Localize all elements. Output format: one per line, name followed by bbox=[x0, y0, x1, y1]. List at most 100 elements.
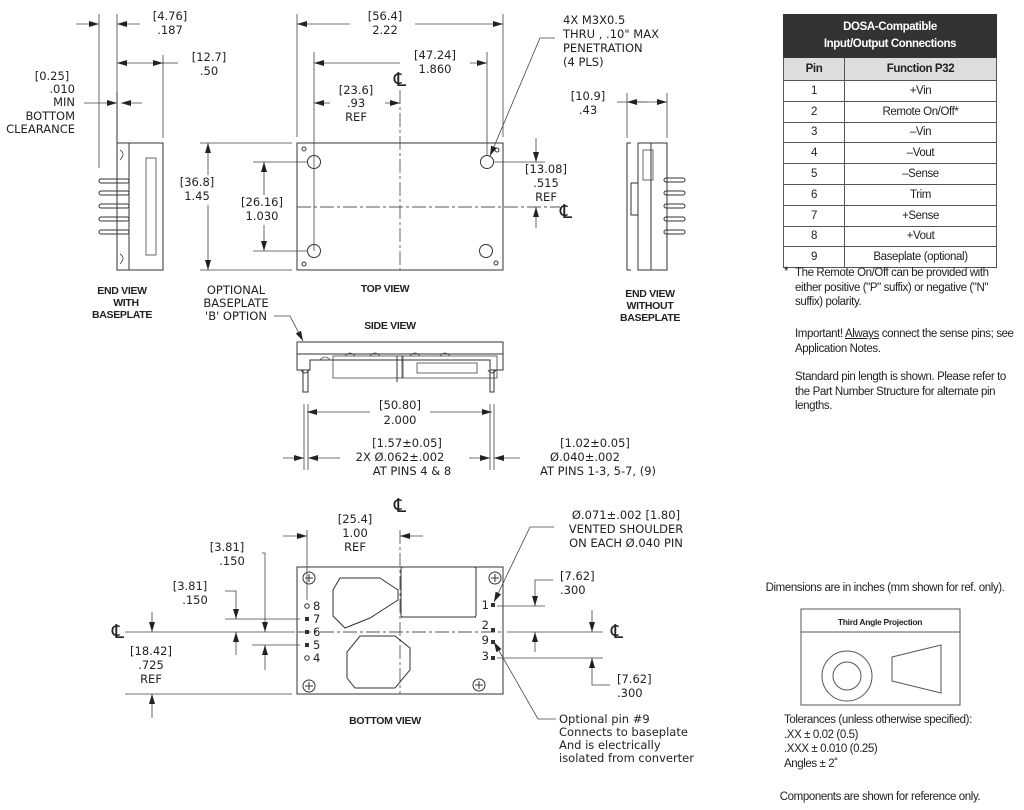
dim-in: .300 bbox=[617, 686, 643, 700]
dim-pin1-offset: [7.62] .300 bbox=[560, 569, 595, 597]
dim-mm: [23.6] bbox=[339, 83, 374, 97]
dim-in: 1.030 bbox=[246, 209, 279, 223]
view-label: WITH bbox=[113, 297, 139, 309]
pin-number: 7 bbox=[313, 612, 320, 626]
dim-mm: [25.4] bbox=[338, 512, 373, 526]
note-line: Optional pin #9 bbox=[559, 712, 650, 726]
view-label: TOP VIEW bbox=[361, 283, 410, 295]
pin-number: 5 bbox=[313, 638, 320, 652]
pin-cell: 9 bbox=[783, 246, 845, 269]
view-label: SIDE VIEW bbox=[364, 320, 416, 332]
function-cell: +Vin bbox=[844, 80, 997, 102]
dim-pin3-offset: [7.62] .300 bbox=[617, 672, 652, 700]
dim-mm: [26.16] bbox=[241, 195, 283, 209]
table-row: 4–Vout bbox=[783, 142, 997, 165]
centerline-symbol: ℄ bbox=[111, 621, 125, 643]
note-line: ON EACH Ø.040 PIN bbox=[569, 536, 683, 550]
centerline-symbol: ℄ bbox=[393, 69, 407, 91]
end-view-without-baseplate: [10.9] .43 END VIEW WITHOUT BASEPLATE bbox=[571, 89, 686, 324]
pin-cell: 2 bbox=[783, 100, 845, 123]
note-line: (4 PLS) bbox=[563, 55, 604, 69]
dim-note: AT PINS 1-3, 5-7, (9) bbox=[540, 464, 656, 478]
dim-note: AT PINS 4 & 8 bbox=[373, 464, 451, 478]
dim-note: REF bbox=[345, 110, 367, 124]
end-view-pins bbox=[98, 178, 130, 235]
dim-in: Ø.040±.002 bbox=[550, 450, 620, 464]
dim-hole-to-center: [23.6] .93 REF bbox=[339, 83, 374, 124]
dim-note: REF bbox=[535, 190, 557, 204]
pin-cell: 8 bbox=[783, 225, 845, 248]
dim-note: MIN bbox=[53, 95, 75, 109]
dim-in: .50 bbox=[200, 64, 218, 78]
pin-number: 2 bbox=[482, 618, 489, 632]
dim-mm: [18.42] bbox=[130, 644, 172, 658]
dim-note: REF bbox=[344, 540, 366, 554]
right-pin-column: 1 2 9 3 bbox=[482, 598, 495, 663]
dim-mm: [56.4] bbox=[368, 9, 403, 23]
end-view-with-baseplate: [4.76] .187 [12.7] .50 [0.25] .010 MIN B… bbox=[6, 9, 226, 321]
centerline-symbol: ℄ bbox=[559, 201, 573, 223]
dim-hole-spacing-y: [26.16] 1.030 bbox=[241, 195, 283, 223]
pin-cell: 7 bbox=[783, 204, 845, 227]
pin-number: 8 bbox=[313, 599, 320, 613]
dim-pin-spacing: [50.80] 2.000 bbox=[379, 398, 421, 427]
dim-mm: [7.62] bbox=[617, 672, 652, 686]
dim-mm: [47.24] bbox=[414, 48, 456, 62]
view-label: WITHOUT bbox=[627, 300, 675, 312]
note-line: PENETRATION bbox=[563, 41, 643, 55]
dim-in: .93 bbox=[347, 96, 365, 110]
dim-height: [12.7] .50 bbox=[192, 50, 227, 78]
dim-pitch-a: [3.81] .150 bbox=[210, 540, 245, 568]
dim-width: [36.8] 1.45 bbox=[180, 175, 215, 203]
note-line: 'B' OPTION bbox=[205, 309, 267, 323]
pin-number: 4 bbox=[313, 651, 320, 665]
pin-number: 6 bbox=[313, 625, 320, 639]
dim-in: 1.45 bbox=[184, 189, 210, 203]
screw-heads bbox=[302, 571, 502, 693]
centerline-symbol: ℄ bbox=[393, 495, 407, 517]
baseplate-note: OPTIONAL BASEPLATE 'B' OPTION bbox=[203, 283, 268, 323]
dim-in: 1.860 bbox=[419, 62, 452, 76]
view-label: BASEPLATE bbox=[620, 312, 680, 324]
shoulder-note: Ø.071±.002 [1.80] VENTED SHOULDER ON EAC… bbox=[569, 508, 683, 550]
note-line: THRU , .10" MAX bbox=[562, 27, 659, 41]
view-label: BOTTOM VIEW bbox=[349, 715, 421, 727]
projection-title: Third Angle Projection bbox=[838, 617, 922, 627]
dim-mm: [3.81] bbox=[210, 540, 245, 554]
function-cell: –Vin bbox=[844, 121, 997, 144]
view-label: END VIEW bbox=[625, 288, 675, 300]
table-row: 8+Vout bbox=[783, 225, 997, 248]
dim-in: .150 bbox=[219, 554, 245, 568]
table-title-line: DOSA-Compatible bbox=[843, 21, 937, 33]
end-view-pins bbox=[663, 177, 686, 235]
dim-mm: [3.81] bbox=[173, 579, 208, 593]
dim-hole-to-center-y: [13.08] .515 REF bbox=[525, 162, 567, 204]
pin-cell: 5 bbox=[783, 163, 845, 185]
bottom-view: 8 7 6 5 4 1 2 9 3 ℄ ℄ ℄ bbox=[111, 495, 694, 765]
dim-mm: [4.76] bbox=[153, 9, 188, 23]
dim-mm: [0.25] bbox=[35, 69, 70, 83]
note-line: OPTIONAL bbox=[207, 283, 266, 297]
view-label: END VIEW bbox=[97, 285, 147, 297]
dim-in: 2.000 bbox=[384, 413, 417, 427]
third-angle-projection-symbol: Third Angle Projection bbox=[800, 608, 961, 706]
dim-in: .010 bbox=[49, 82, 75, 96]
pin-cell: 3 bbox=[783, 121, 845, 144]
dim-note: CLEARANCE bbox=[6, 122, 75, 136]
function-cell: Baseplate (optional) bbox=[844, 246, 997, 269]
pin9-note: Optional pin #9 Connects to baseplate An… bbox=[559, 712, 694, 765]
dim-note: REF bbox=[140, 672, 162, 686]
dim-mm: [10.9] bbox=[571, 89, 606, 103]
dim-note: BOTTOM bbox=[25, 109, 75, 123]
dim-small-pins: [1.02±0.05] Ø.040±.002 AT PINS 1-3, 5-7,… bbox=[540, 436, 656, 478]
dim-in: .725 bbox=[138, 658, 164, 672]
note-line: Ø.071±.002 [1.80] bbox=[572, 508, 680, 522]
dim-in: .150 bbox=[182, 593, 208, 607]
pin-number: 3 bbox=[482, 649, 489, 663]
dim-mm: [12.7] bbox=[192, 50, 227, 64]
dim-mm: [7.62] bbox=[560, 569, 595, 583]
